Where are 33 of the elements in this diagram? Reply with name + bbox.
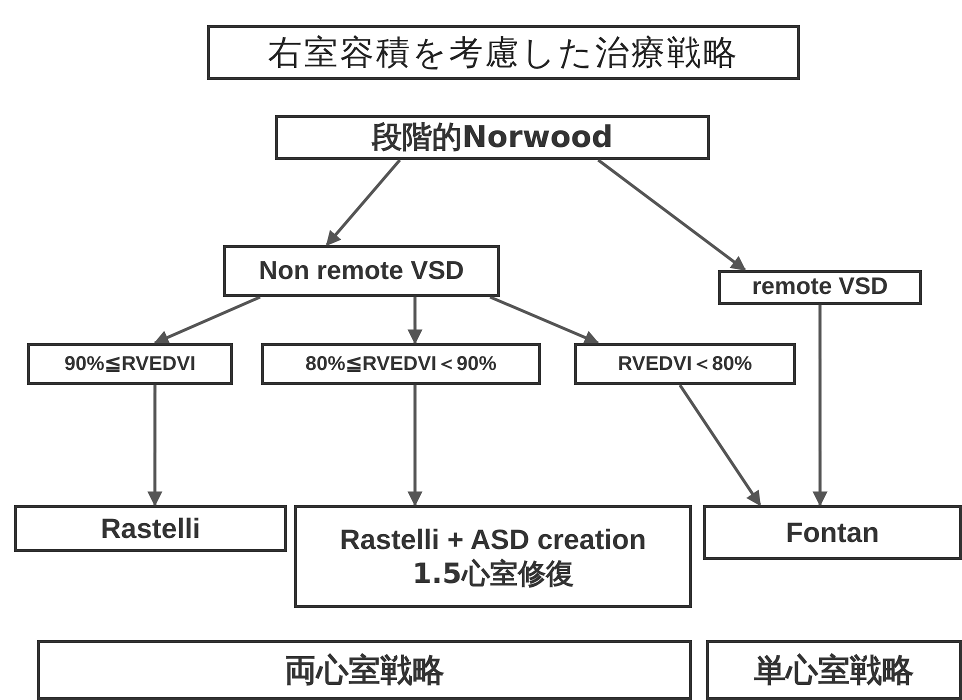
process-box [14, 505, 287, 552]
box-label: 80%≦RVEDVI＜90% [305, 352, 497, 376]
arrow [678, 384, 762, 506]
arrow [147, 385, 162, 506]
process-box [706, 640, 962, 700]
box-label: 段階的Norwood [372, 120, 613, 156]
process-box [261, 343, 541, 385]
box-label: RVEDVI＜80% [618, 352, 752, 376]
process-box [294, 505, 692, 608]
box-label: Fontan [786, 516, 880, 550]
arrow [489, 296, 600, 345]
box-label: Non remote VSD [258, 255, 464, 287]
arrow [597, 158, 746, 272]
box-label: Rastelli [100, 512, 200, 546]
process-box [223, 245, 500, 297]
box-label: Rastelli + ASD creation [340, 522, 646, 556]
box-label: 単心室戦略 [754, 650, 914, 690]
process-box [574, 343, 796, 385]
box-label: remote VSD [752, 273, 888, 302]
arrow [326, 159, 401, 246]
arrow [812, 305, 828, 506]
arrow [408, 385, 422, 506]
process-box [703, 505, 962, 560]
process-box [37, 640, 692, 700]
arrow [408, 297, 422, 344]
box-label: 両心室戦略 [284, 650, 444, 690]
arrow [154, 296, 261, 344]
process-box [275, 115, 710, 160]
title-box: 右室容積を考慮した治療戦略 [207, 25, 800, 80]
process-box [718, 270, 922, 305]
box-label: 90%≦RVEDVI [64, 352, 196, 376]
box-label: 1.5心室修復 [412, 556, 574, 590]
process-box [27, 343, 233, 385]
